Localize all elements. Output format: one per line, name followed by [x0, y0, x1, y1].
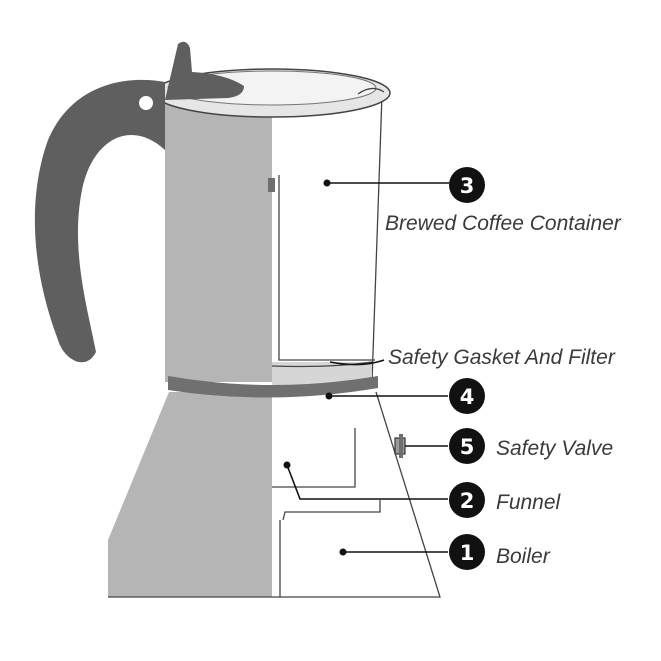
callout-2: 2 Funnel: [449, 482, 562, 518]
badge-4-number: 4: [460, 385, 475, 409]
badge-5-number: 5: [460, 435, 475, 459]
label-funnel: Funnel: [496, 491, 562, 514]
badge-3: [449, 167, 485, 203]
label-safety-gasket-and-filter: Safety Gasket And Filter: [388, 346, 616, 369]
filter-plate: [271, 361, 373, 386]
gasket-band: [168, 376, 378, 398]
funnel-cutaway: [272, 428, 381, 597]
callout-4: 4: [449, 378, 485, 414]
upper-chamber: [165, 94, 383, 383]
badge-4: [449, 378, 485, 414]
label-boiler: Boiler: [496, 545, 551, 568]
callout-safety-gasket: Safety Gasket And Filter: [388, 346, 616, 369]
badge-1-number: 1: [460, 541, 475, 565]
callout-3: 3 Brewed Coffee Container: [385, 167, 622, 235]
callout-5: 5 Safety Valve: [449, 428, 613, 464]
callout-1: 1 Boiler: [449, 534, 551, 570]
label-brewed-coffee-container: Brewed Coffee Container: [385, 212, 622, 235]
boiler-body: [108, 391, 441, 598]
safety-valve-icon: [394, 434, 406, 458]
moka-pot-handle: [34, 41, 244, 363]
badge-2-number: 2: [460, 489, 475, 513]
badge-3-number: 3: [460, 174, 475, 198]
badge-1: [449, 534, 485, 570]
callout-leaders: [283, 179, 449, 556]
label-safety-valve: Safety Valve: [496, 437, 613, 460]
badge-2: [449, 482, 485, 518]
badge-5: [449, 428, 485, 464]
